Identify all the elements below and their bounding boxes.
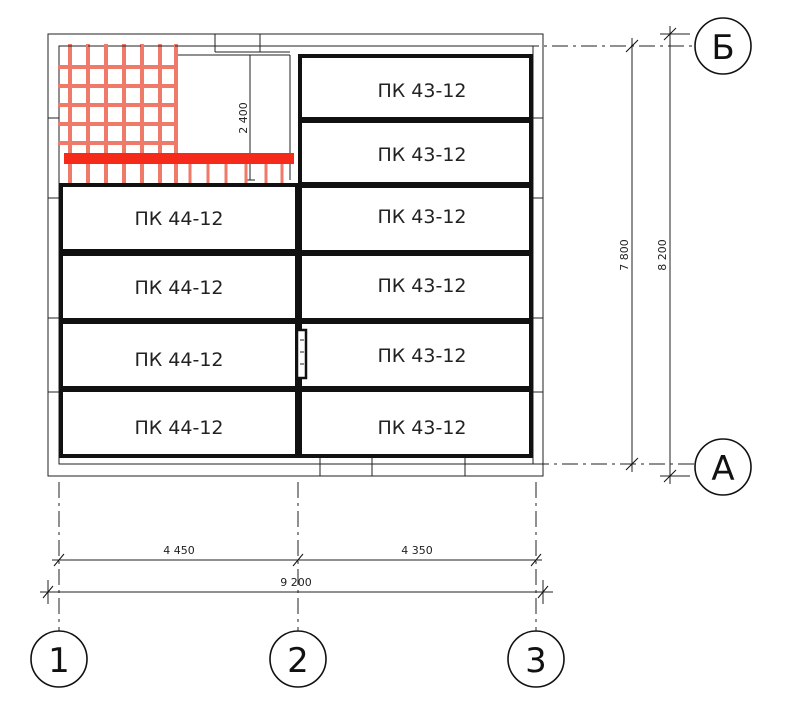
slab-label-right-5: ПК 43-12: [377, 345, 466, 367]
wall-details: [48, 34, 543, 476]
slab-label-left-2: ПК 44-12: [134, 277, 223, 299]
slab-label-right-2: ПК 43-12: [377, 144, 466, 166]
slab-label-left-4: ПК 44-12: [134, 417, 223, 439]
axis-label-b: Б: [711, 28, 734, 68]
slab-label-right-1: ПК 43-12: [377, 80, 466, 102]
slab-left-1: [59, 183, 299, 253]
slab-label-left-1: ПК 44-12: [134, 208, 223, 230]
axis-lines: [58, 45, 695, 636]
vertical-dimensions: [625, 26, 690, 484]
axis-label-1: 1: [48, 641, 70, 681]
dim-total-width: 9 200: [280, 576, 312, 589]
reinforcement-bar: [64, 153, 294, 164]
slab-right-6: [298, 388, 533, 458]
axis-marker-a: А: [694, 438, 752, 496]
joint-insert: [295, 328, 308, 380]
dim-span-2-3: 4 350: [401, 544, 433, 557]
slab-left-4: [59, 388, 299, 458]
axis-marker-1: 1: [30, 630, 88, 688]
slab-label-left-3: ПК 44-12: [134, 349, 223, 371]
horizontal-dimensions: [40, 553, 553, 604]
axis-label-2: 2: [287, 641, 309, 681]
dim-span-1-2: 4 450: [163, 544, 195, 557]
axis-label-3: 3: [525, 641, 547, 681]
slab-label-right-6: ПК 43-12: [377, 417, 466, 439]
axis-marker-3: 3: [507, 630, 565, 688]
building-outline: [47, 33, 544, 477]
dim-opening-height: 2 400: [237, 102, 250, 134]
slab-label-right-4: ПК 43-12: [377, 275, 466, 297]
dim-inner-height: 7 800: [618, 239, 631, 271]
axis-label-a: А: [711, 449, 734, 489]
dim-total-height: 8 200: [656, 239, 669, 271]
slab-label-right-3: ПК 43-12: [377, 206, 466, 228]
axis-marker-b: Б: [694, 17, 752, 75]
axis-marker-2: 2: [269, 630, 327, 688]
